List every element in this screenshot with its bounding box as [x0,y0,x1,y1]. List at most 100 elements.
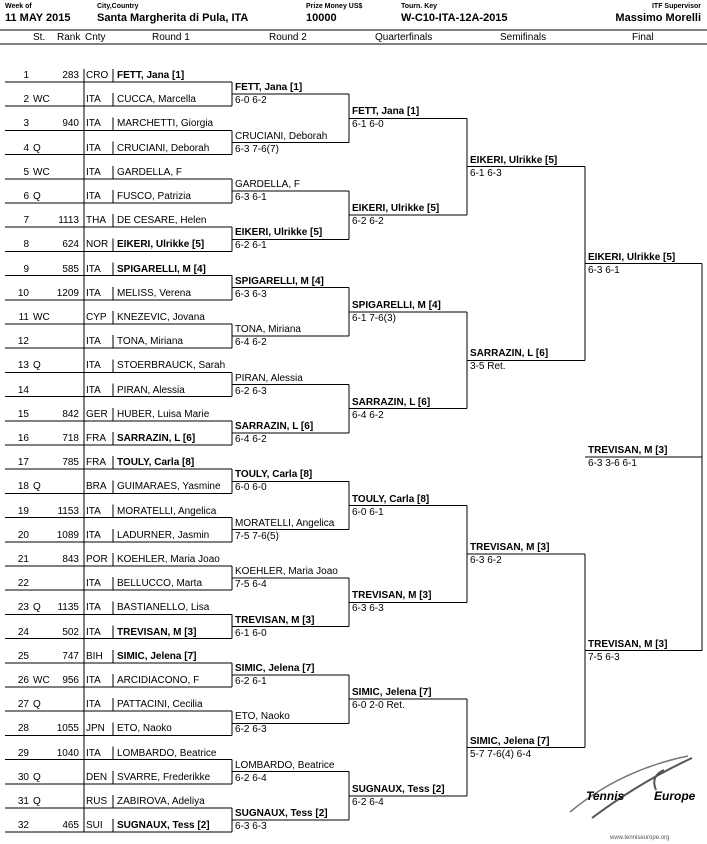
player-country: ITA [86,94,101,106]
draw-position: 9 [23,263,29,275]
player-rank: 283 [62,70,79,81]
match-score: 6-2 6-3 [235,724,267,736]
winner-name: TOULY, Carla [8] [352,493,430,505]
player-name: LOMBARDO, Beatrice [117,747,217,759]
match-score: 6-0 6-2 [235,95,267,107]
player-name: PATTACINI, Cecilia [117,699,203,711]
player-rank: 585 [62,263,79,275]
match-score: 6-3 6-3 [235,821,267,833]
draw-position: 24 [17,626,29,638]
winner-name: TREVISAN, M [3] [470,541,550,553]
player-rank: 1089 [56,529,79,541]
draw-position: 30 [17,771,29,783]
player-rank: 842 [62,408,79,420]
player-country: ITA [86,263,101,275]
winner-name: FETT, Jana [1] [352,106,420,118]
key-value: W-C10-ITA-12A-2015 [401,12,508,24]
player-name: LADURNER, Jasmin [117,529,210,541]
player-name: BASTIANELLO, Lisa [117,602,210,614]
player-country: ITA [86,336,101,348]
player-country: NOR [86,239,109,251]
winner-name: SIMIC, Jelena [7] [470,735,550,747]
player-name: KNEZEVIC, Jovana [117,312,205,323]
match-score: 6-0 6-0 [235,482,267,494]
winner-name: EIKERI, Ulrikke [5] [235,227,323,239]
player-name: MARCHETTI, Giorgia [117,118,214,130]
match-score: 6-0 2-0 Ret. [352,700,405,712]
match-score: 6-2 6-4 [235,772,267,784]
match-score: 6-2 6-1 [235,240,267,252]
player-name: ARCIDIACONO, F [117,675,200,686]
match-score: 7-5 7-6(5) [235,530,279,542]
entry-status: Q [33,360,41,372]
match-score: 6-3 6-3 [235,288,267,300]
player-country: FRA [86,457,106,469]
draw-position: 29 [17,747,29,759]
player-name: GUIMARAES, Yasmine [117,481,221,493]
entry-status: Q [33,142,41,154]
col-quarterfinals: Quarterfinals [375,32,433,43]
player-country: RUS [86,796,108,807]
match-score: 6-1 7-6(3) [352,312,396,324]
player-country: SUI [86,820,103,832]
player-country: ITA [86,360,101,372]
player-rank: 1153 [57,505,79,517]
match-score: 6-1 6-0 [352,119,384,131]
player-name: MORATELLI, Angelica [117,505,217,517]
draw-position: 27 [17,699,29,711]
match-score: 6-3 6-1 [588,264,620,276]
winner-name: GARDELLA, F [235,178,301,190]
player-name: SPIGARELLI, M [4] [117,263,206,275]
match-score: 6-2 6-4 [352,796,384,808]
draw-position: 15 [17,408,29,420]
player-name: SIMIC, Jelena [7] [117,650,197,662]
entry-status: Q [33,481,41,493]
player-name: BELLUCCO, Marta [117,578,203,590]
player-rank: 1040 [56,747,79,759]
player-country: ITA [86,675,101,686]
winner-name: SUGNAUX, Tess [2] [235,808,328,820]
player-rank: 843 [62,554,79,565]
draw-position: 28 [17,723,29,735]
player-country: JPN [86,723,105,735]
winner-name: SIMIC, Jelena [7] [352,687,432,699]
draw-position: 22 [17,578,29,590]
draw-position: 10 [17,287,29,299]
player-country: ITA [86,505,101,517]
player-country: ITA [86,578,101,590]
player-name: CUCCA, Marcella [117,94,196,106]
player-name: PIRAN, Alessia [117,384,185,396]
winner-name: ETO, Naoko [235,711,290,723]
player-rank: 940 [62,118,79,130]
col-semifinals: Semifinals [500,32,547,43]
draw-position: 14 [17,384,29,396]
winner-name: SARRAZIN, L [6] [235,420,314,432]
col-final: Final [632,32,654,43]
player-country: ITA [86,602,101,614]
draw-position: 8 [23,239,29,251]
week-label: Week of [5,3,32,10]
winner-name: TREVISAN, M [3] [352,590,432,602]
match-score: 6-3 6-2 [470,554,502,566]
player-country: CRO [86,70,109,81]
player-country: BRA [86,481,107,493]
player-name: ETO, Naoko [117,723,172,735]
player-country: ITA [86,626,101,638]
draw-position: 32 [17,820,29,832]
match-score: 6-3 7-6(7) [235,143,279,155]
player-name: FETT, Jana [1] [117,70,185,81]
winner-name: KOEHLER, Maria Joao [235,566,338,578]
entry-status: WC [33,312,50,323]
player-country: ITA [86,287,101,299]
player-name: MELISS, Verena [117,287,191,299]
col-round1: Round 1 [152,32,190,43]
draw-position: 4 [23,142,29,154]
winner-name: CRUCIANI, Deborah [235,130,328,142]
city-value: Santa Margherita di Pula, ITA [97,12,249,24]
tennis-europe-logo: Tennis Europe www.tenniseurope.org [560,750,707,841]
player-name: DE CESARE, Helen [117,215,207,227]
city-label: City,Country [97,3,139,10]
match-score: 6-0 6-1 [352,506,384,518]
draw-position: 17 [17,457,29,469]
supervisor-label: ITF Supervisor [651,3,701,10]
